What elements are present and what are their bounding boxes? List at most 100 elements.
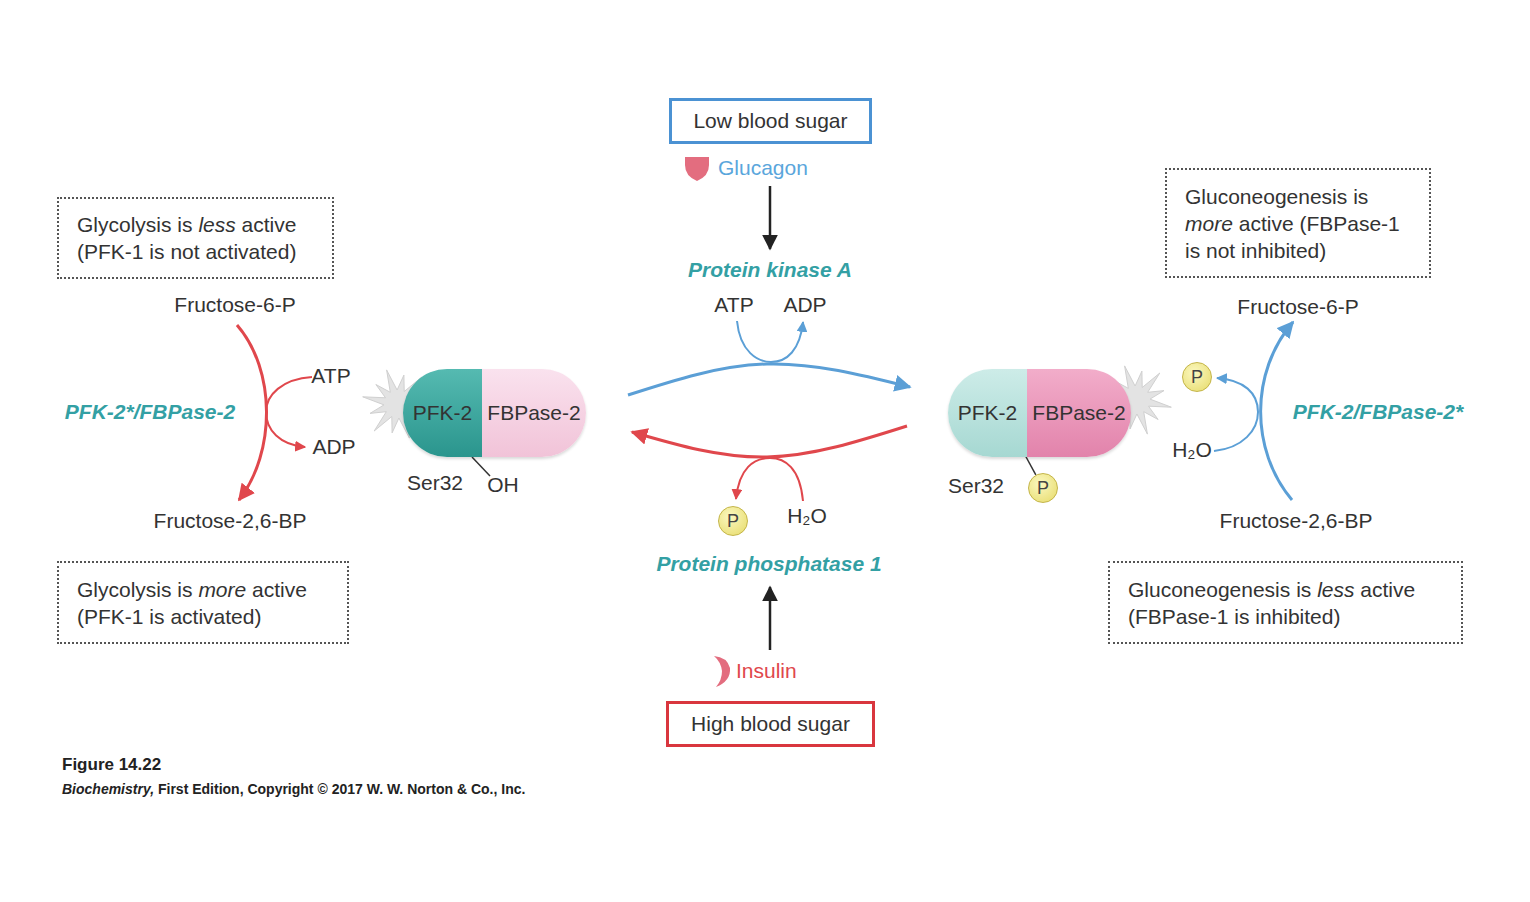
text-word: Glycolysis: [77, 213, 172, 236]
cosubstrate-arrow: [266, 377, 312, 447]
enzyme-name: PFK-2/FBPase-2*: [1293, 400, 1463, 424]
cosubstrate: ATP: [714, 293, 753, 317]
text-word: activated): [205, 240, 296, 263]
metabolite: Fructose-2,6-BP: [154, 509, 307, 533]
signal-box: Low blood sugar: [669, 98, 872, 144]
enzyme-name: Protein kinase A: [688, 258, 852, 282]
text-word: (PFK-1: [77, 605, 144, 628]
cosubstrate-arrow: [736, 458, 803, 501]
text-word: ©: [317, 781, 327, 797]
text-word: active: [1239, 212, 1294, 235]
phosphorylation-arrow: [628, 364, 910, 395]
residue-name: Ser32: [407, 471, 463, 495]
text-word: (FBPase-1: [1128, 605, 1228, 628]
text-word: less: [198, 213, 235, 236]
residue-name: Ser32: [948, 474, 1004, 498]
signal-arrow: [769, 587, 772, 650]
text-word: active: [1360, 578, 1415, 601]
connector-layer: [628, 364, 1036, 475]
enzyme-name: PFK-2*/FBPase-2: [65, 400, 235, 424]
text-word: W.: [387, 781, 403, 797]
text-word: is: [149, 605, 164, 628]
phosphate-label: P: [1191, 367, 1203, 388]
text-word: Gluconeogenesis: [1185, 185, 1347, 208]
text-word: W.: [367, 781, 383, 797]
text-word: is: [1185, 239, 1200, 262]
note-box: Gluconeogenesis is less active (FBPase-1…: [1108, 561, 1463, 644]
text-word: Gluconeogenesis: [1128, 578, 1290, 601]
metabolite: Fructose-2,6-BP: [1220, 509, 1373, 533]
text-word: Glycolysis: [77, 578, 172, 601]
box-text: Low blood sugar: [693, 109, 847, 133]
reaction-arrow: [1261, 322, 1293, 500]
text-word: is: [1234, 605, 1249, 628]
text-word: active: [252, 578, 307, 601]
phosphate-circle: P: [1182, 362, 1212, 392]
text-word: Inc.: [501, 781, 525, 797]
text-word: &: [457, 781, 467, 797]
note-box: Gluconeogenesis is more active (FBPase-1…: [1165, 168, 1431, 278]
signal-arrow: [769, 186, 772, 249]
phosphate-label: P: [1037, 478, 1049, 499]
phosphate-circle: P: [1028, 473, 1058, 503]
hormone-name: Insulin: [736, 659, 797, 683]
text-word: Edition,: [192, 781, 243, 797]
enzyme-domain: PFK-2: [403, 369, 482, 457]
text-word: (PFK-1: [77, 240, 144, 263]
text-word: is: [177, 578, 192, 601]
enzyme-pill: PFK-2FBPase-2: [403, 369, 586, 457]
cosubstrate-arrow: [1214, 378, 1258, 451]
cosubstrate: ADP: [312, 435, 355, 459]
residue-tether: [1025, 455, 1036, 475]
text-word: Copyright: [247, 781, 313, 797]
note-text: Gluconeogenesis is more active (FBPase-1…: [1185, 183, 1429, 264]
text-word: inhibited): [1241, 239, 1326, 262]
text-word: Norton: [407, 781, 453, 797]
text-word: Biochemistry,: [62, 781, 154, 797]
reaction-arrow: [237, 325, 267, 500]
text-word: less: [1317, 578, 1354, 601]
text-word: is: [1296, 578, 1311, 601]
metabolite: Fructose-6-P: [174, 293, 295, 317]
text-word: activated): [170, 605, 261, 628]
enzyme-domain: FBPase-2: [1027, 369, 1131, 457]
box-text: High blood sugar: [691, 712, 850, 736]
residue-group: OH: [487, 473, 519, 497]
cosubstrate-arrow: [737, 321, 803, 362]
note-text: Gluconeogenesis is less active (FBPase-1…: [1128, 576, 1461, 630]
text-word: is: [1353, 185, 1368, 208]
enzyme-name: Protein phosphatase 1: [656, 552, 881, 576]
phosphate-circle: P: [718, 506, 748, 536]
cosubstrate: H₂O: [787, 504, 827, 528]
note-box: Glycolysis is more active (PFK-1 is acti…: [57, 561, 349, 644]
text-word: more: [198, 578, 246, 601]
cosubstrate: ADP: [783, 293, 826, 317]
hormone-name: Glucagon: [718, 156, 808, 180]
enzyme-domain: FBPase-2: [482, 369, 586, 457]
text-word: (FBPase-1: [1299, 212, 1399, 235]
text-word: active: [242, 213, 297, 236]
cosubstrate: H₂O: [1172, 438, 1212, 462]
text-word: First: [158, 781, 188, 797]
enzyme-domain: PFK-2: [948, 369, 1027, 457]
phosphate-label: P: [727, 511, 739, 532]
text-word: is: [177, 213, 192, 236]
text-word: not: [1206, 239, 1235, 262]
metabolite: Fructose-6-P: [1237, 295, 1358, 319]
text-word: Co.,: [471, 781, 497, 797]
note-text: Glycolysis is more active (PFK-1 is acti…: [77, 576, 347, 630]
cosubstrate: ATP: [311, 364, 350, 388]
text-word: not: [170, 240, 199, 263]
text-word: is: [149, 240, 164, 263]
text-word: 2017: [332, 781, 363, 797]
enzyme-pill: PFK-2FBPase-2: [948, 369, 1131, 457]
dephosphorylation-arrow: [632, 426, 907, 457]
copyright-note: Biochemistry, First Edition, Copyright ©…: [62, 781, 525, 797]
glucagon-icon: [685, 157, 709, 181]
insulin-icon: [714, 656, 730, 687]
note-box: Glycolysis is less active (PFK-1 is not …: [57, 197, 334, 279]
note-text: Glycolysis is less active (PFK-1 is not …: [77, 211, 332, 265]
signal-box: High blood sugar: [666, 701, 875, 747]
text-word: inhibited): [1255, 605, 1340, 628]
